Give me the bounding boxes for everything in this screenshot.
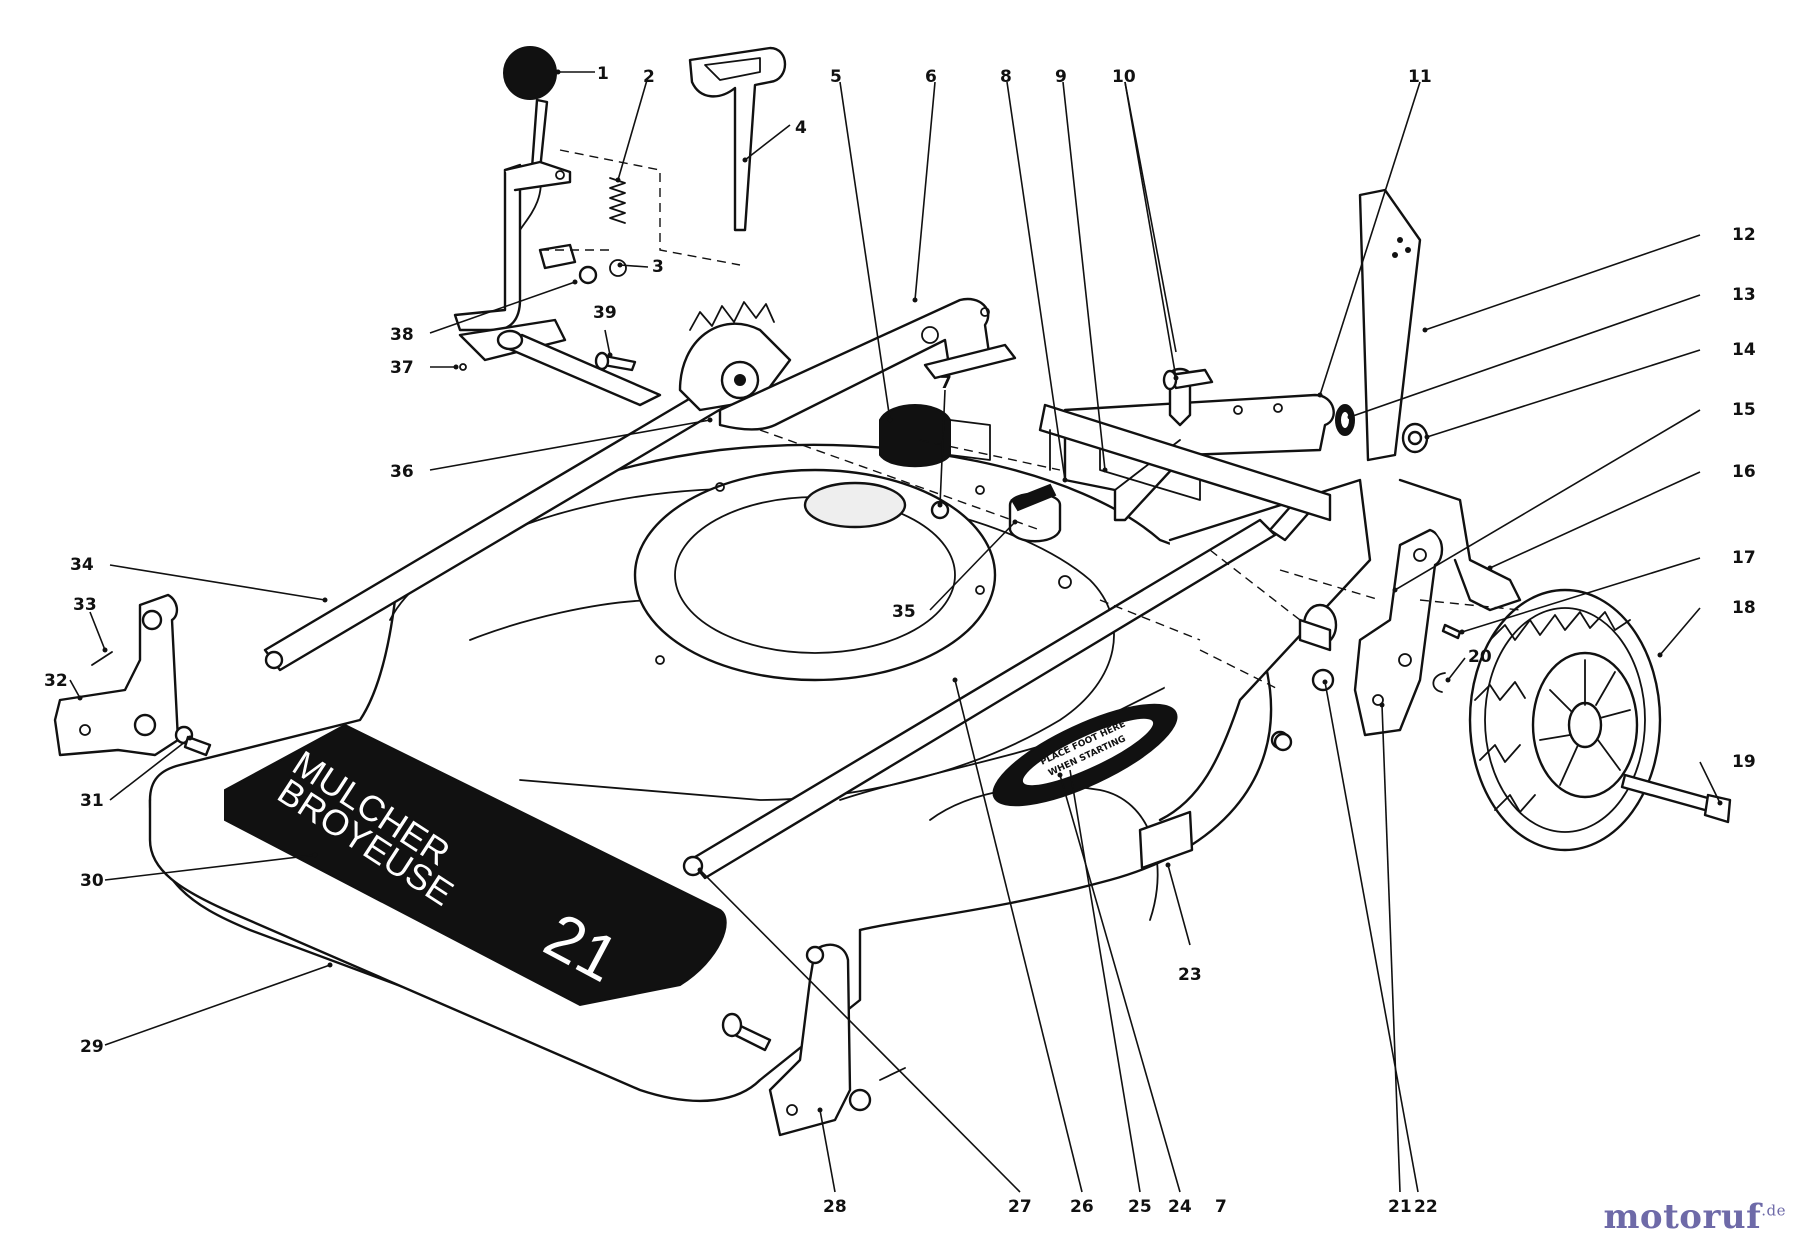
label-18: 18	[1732, 598, 1756, 618]
label-35: 35	[892, 602, 916, 622]
height-lever	[453, 46, 662, 407]
leader-lines	[69, 69, 1723, 1193]
part-number-labels: 1 2 3 4 5 6 7 8 9 10 11 12 13 14 15 16 1…	[44, 64, 1756, 1217]
watermark-text: motoruf	[1603, 1197, 1762, 1237]
label-7-bottom: 7	[1215, 1197, 1227, 1217]
label-29: 29	[80, 1037, 104, 1057]
label-28: 28	[823, 1197, 847, 1217]
label-27: 27	[1008, 1197, 1032, 1217]
label-11: 11	[1408, 67, 1432, 87]
label-36: 36	[390, 462, 414, 482]
label-2: 2	[643, 67, 655, 87]
wheel-bracket	[1353, 478, 1522, 737]
label-17: 17	[1732, 548, 1756, 568]
label-26: 26	[1070, 1197, 1094, 1217]
ignition-key	[688, 46, 787, 232]
label-31: 31	[80, 791, 104, 811]
label-30: 30	[80, 871, 104, 891]
label-16: 16	[1732, 462, 1756, 482]
label-5: 5	[830, 67, 842, 87]
label-14: 14	[1732, 340, 1756, 360]
label-25: 25	[1128, 1197, 1152, 1217]
label-22: 22	[1414, 1197, 1438, 1217]
label-9: 9	[1055, 67, 1067, 87]
label-34: 34	[70, 555, 94, 575]
label-20: 20	[1468, 647, 1492, 667]
label-39: 39	[593, 303, 617, 323]
label-10: 10	[1112, 67, 1136, 87]
label-23: 23	[1178, 965, 1202, 985]
watermark-logo: motoruf.de	[1603, 1197, 1786, 1237]
label-21: 21	[1388, 1197, 1412, 1217]
label-19: 19	[1732, 752, 1756, 772]
label-38: 38	[390, 325, 414, 345]
axle-hub	[1270, 603, 1338, 750]
watermark-suffix: .de	[1761, 1201, 1786, 1220]
label-13: 13	[1732, 285, 1756, 305]
label-15: 15	[1732, 400, 1756, 420]
rear-bracket	[1063, 188, 1429, 522]
label-7-top: 7	[940, 373, 952, 393]
label-8: 8	[1000, 67, 1012, 87]
label-6: 6	[925, 67, 937, 87]
label-1: 1	[597, 64, 609, 84]
label-12: 12	[1732, 225, 1756, 245]
front-right-bracket	[721, 943, 906, 1137]
front-left-bracket	[53, 593, 212, 757]
rear-wheel	[1432, 588, 1732, 852]
label-37: 37	[390, 358, 414, 378]
label-33: 33	[73, 595, 97, 615]
mower-deck: MULCHER BROYEUSE 21 PLACE FOOT HERE WHEN…	[148, 443, 1372, 1103]
label-32: 32	[44, 671, 68, 691]
engine-drum	[879, 404, 991, 468]
label-24: 24	[1168, 1197, 1192, 1217]
label-3: 3	[652, 257, 664, 277]
label-4: 4	[795, 118, 807, 138]
gas-cap	[1008, 483, 1062, 543]
height-adjuster	[678, 297, 1017, 431]
